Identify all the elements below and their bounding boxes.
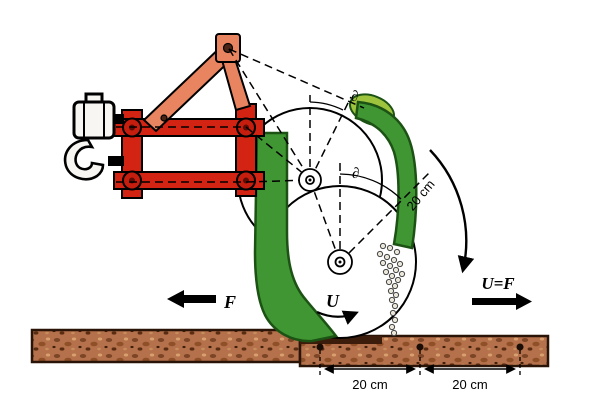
force-arrow-shaft — [184, 295, 216, 303]
rotation-arc-arrow — [429, 149, 475, 274]
speed-equality-group: U=F — [472, 274, 532, 310]
furrow-opener — [253, 131, 339, 343]
mast-diagonal-line — [228, 48, 365, 109]
hitch-frame — [113, 103, 265, 199]
lower-link-line — [116, 179, 311, 183]
speed-equality-label: U=F — [481, 274, 515, 293]
wheel-speed-group: U — [316, 291, 359, 325]
top-mast — [142, 33, 252, 133]
hub-connect-line — [309, 179, 341, 263]
hitch-hook — [63, 138, 105, 181]
planted-seed-dot — [316, 343, 324, 351]
hitch-coupler — [63, 92, 124, 181]
hub-center — [308, 178, 312, 182]
force-arrow-head — [167, 290, 184, 308]
spacing-dimensions: 20 cm 20 cm — [316, 343, 524, 392]
upper-link-line — [116, 126, 311, 180]
hub-center — [338, 260, 342, 264]
angle-arc-lower — [339, 173, 402, 200]
spacing-label-left: 20 cm — [352, 377, 387, 392]
ground-speed-arrow-head — [516, 293, 532, 310]
furrow-shadow — [300, 336, 382, 344]
coupler-link-top — [108, 114, 124, 124]
wheel-speed-arrow — [316, 310, 359, 325]
angle-arc-upper — [309, 101, 344, 111]
coupler-cylinder — [72, 100, 116, 140]
planted-seed-dot — [516, 343, 524, 351]
pull-force-group: F — [167, 290, 236, 312]
dashed-geometry-lines — [116, 48, 431, 263]
angle-label-lower: ∂ — [352, 166, 359, 182]
coupler-link-bottom — [108, 156, 124, 166]
pull-force-label: F — [223, 292, 236, 312]
spacing-label-right: 20 cm — [452, 377, 487, 392]
mast-right-leg — [220, 58, 252, 112]
seed-chute — [354, 100, 418, 250]
upper-hub — [298, 168, 322, 192]
angle-label-upper: ∂ — [351, 89, 358, 105]
frame-bottom-link — [113, 171, 265, 190]
upper-hub-diagonal — [309, 96, 352, 181]
seed-cluster — [376, 242, 406, 337]
ground-speed-arrow-shaft — [472, 298, 516, 305]
planted-seed-dot — [416, 343, 424, 351]
lower-hub-diagonal — [339, 171, 431, 263]
mast-hole — [160, 114, 168, 122]
wheel-speed-label: U — [326, 291, 340, 311]
lower-hub — [327, 249, 353, 275]
soil-left — [30, 328, 302, 364]
